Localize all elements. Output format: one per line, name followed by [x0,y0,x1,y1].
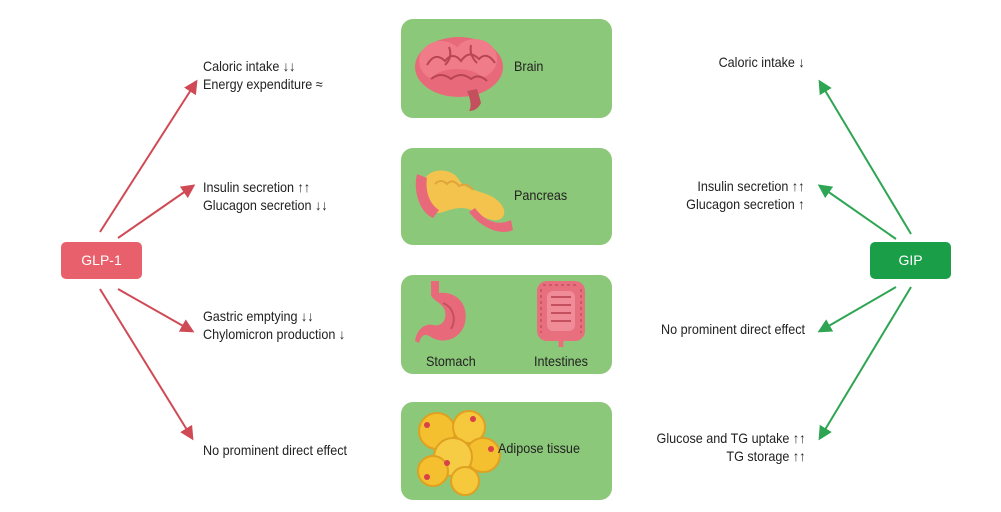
gip-arrow-gut [817,286,897,333]
glp1-effect-line: No prominent direct effect [203,442,348,458]
gip-arrow-adipose [818,286,912,441]
glp1-effect-brain: Caloric intake ↓↓ Energy expenditure ≈ [203,57,323,93]
gip-arrow-pancreas [817,184,897,240]
glp1-effect-line: Insulin secretion ↑↑ [203,179,311,195]
gip-arrows [817,79,912,441]
glp1-effect-pancreas: Insulin secretion ↑↑ Glucagon secretion … [203,178,328,214]
glp1-effect-line: Chylomicron production ↓ [203,326,346,342]
gip-effect-adipose: Glucose and TG uptake ↑↑ TG storage ↑↑ [656,429,805,465]
gip-arrow-brain [818,79,912,235]
pancreas-box: Pancreas [401,148,612,245]
pancreas-icon [415,170,513,232]
glp1-effect-adipose: No prominent direct effect [203,441,347,459]
intestines-label: Intestines [534,353,588,369]
fat-cells-icon [417,410,501,496]
stomach-icon [415,281,466,343]
gip-effect-line: TG storage ↑↑ [725,448,805,464]
gip-effect-line: Glucagon secretion ↑ [686,196,805,212]
gip-effect-gut: No prominent direct effect [661,320,805,338]
glp1-arrow-brain [99,79,198,233]
glp1-arrow-gut [117,288,195,333]
glp1-effect-line: Glucagon secretion ↓↓ [203,197,328,213]
gip-effect-line: Caloric intake ↓ [718,54,805,70]
brain-label: Brain [514,58,544,74]
glp1-arrow-pancreas [117,184,196,239]
brain-box: Brain [401,19,612,118]
gip-effect-pancreas: Insulin secretion ↑↑ Glucagon secretion … [687,177,805,213]
intestines-icon [537,281,585,347]
glp1-arrows [99,79,198,441]
stomach-label: Stomach [426,353,476,369]
glp1-arrow-adipose [99,288,194,441]
glp1-effect-line: Gastric emptying ↓↓ [203,308,314,324]
glp1-effect-line: Caloric intake ↓↓ [203,58,296,74]
glp1-effect-gut: Gastric emptying ↓↓ Chylomicron producti… [203,307,345,343]
gut-box: Stomach Intestines [401,275,612,374]
gip-effect-line: Insulin secretion ↑↑ [697,178,805,194]
glp1-box: GLP-1 [61,242,142,279]
gip-effect-brain: Caloric intake ↓ [719,53,805,71]
adipose-box: Adipose tissue [401,402,612,500]
adipose-label: Adipose tissue [498,440,580,456]
brain-icon [415,37,503,111]
glp1-effect-line: Energy expenditure ≈ [203,76,323,92]
gip-effect-line: No prominent direct effect [660,321,805,337]
gip-box: GIP [870,242,951,279]
gip-effect-line: Glucose and TG uptake ↑↑ [656,430,805,446]
pancreas-label: Pancreas [514,187,568,203]
